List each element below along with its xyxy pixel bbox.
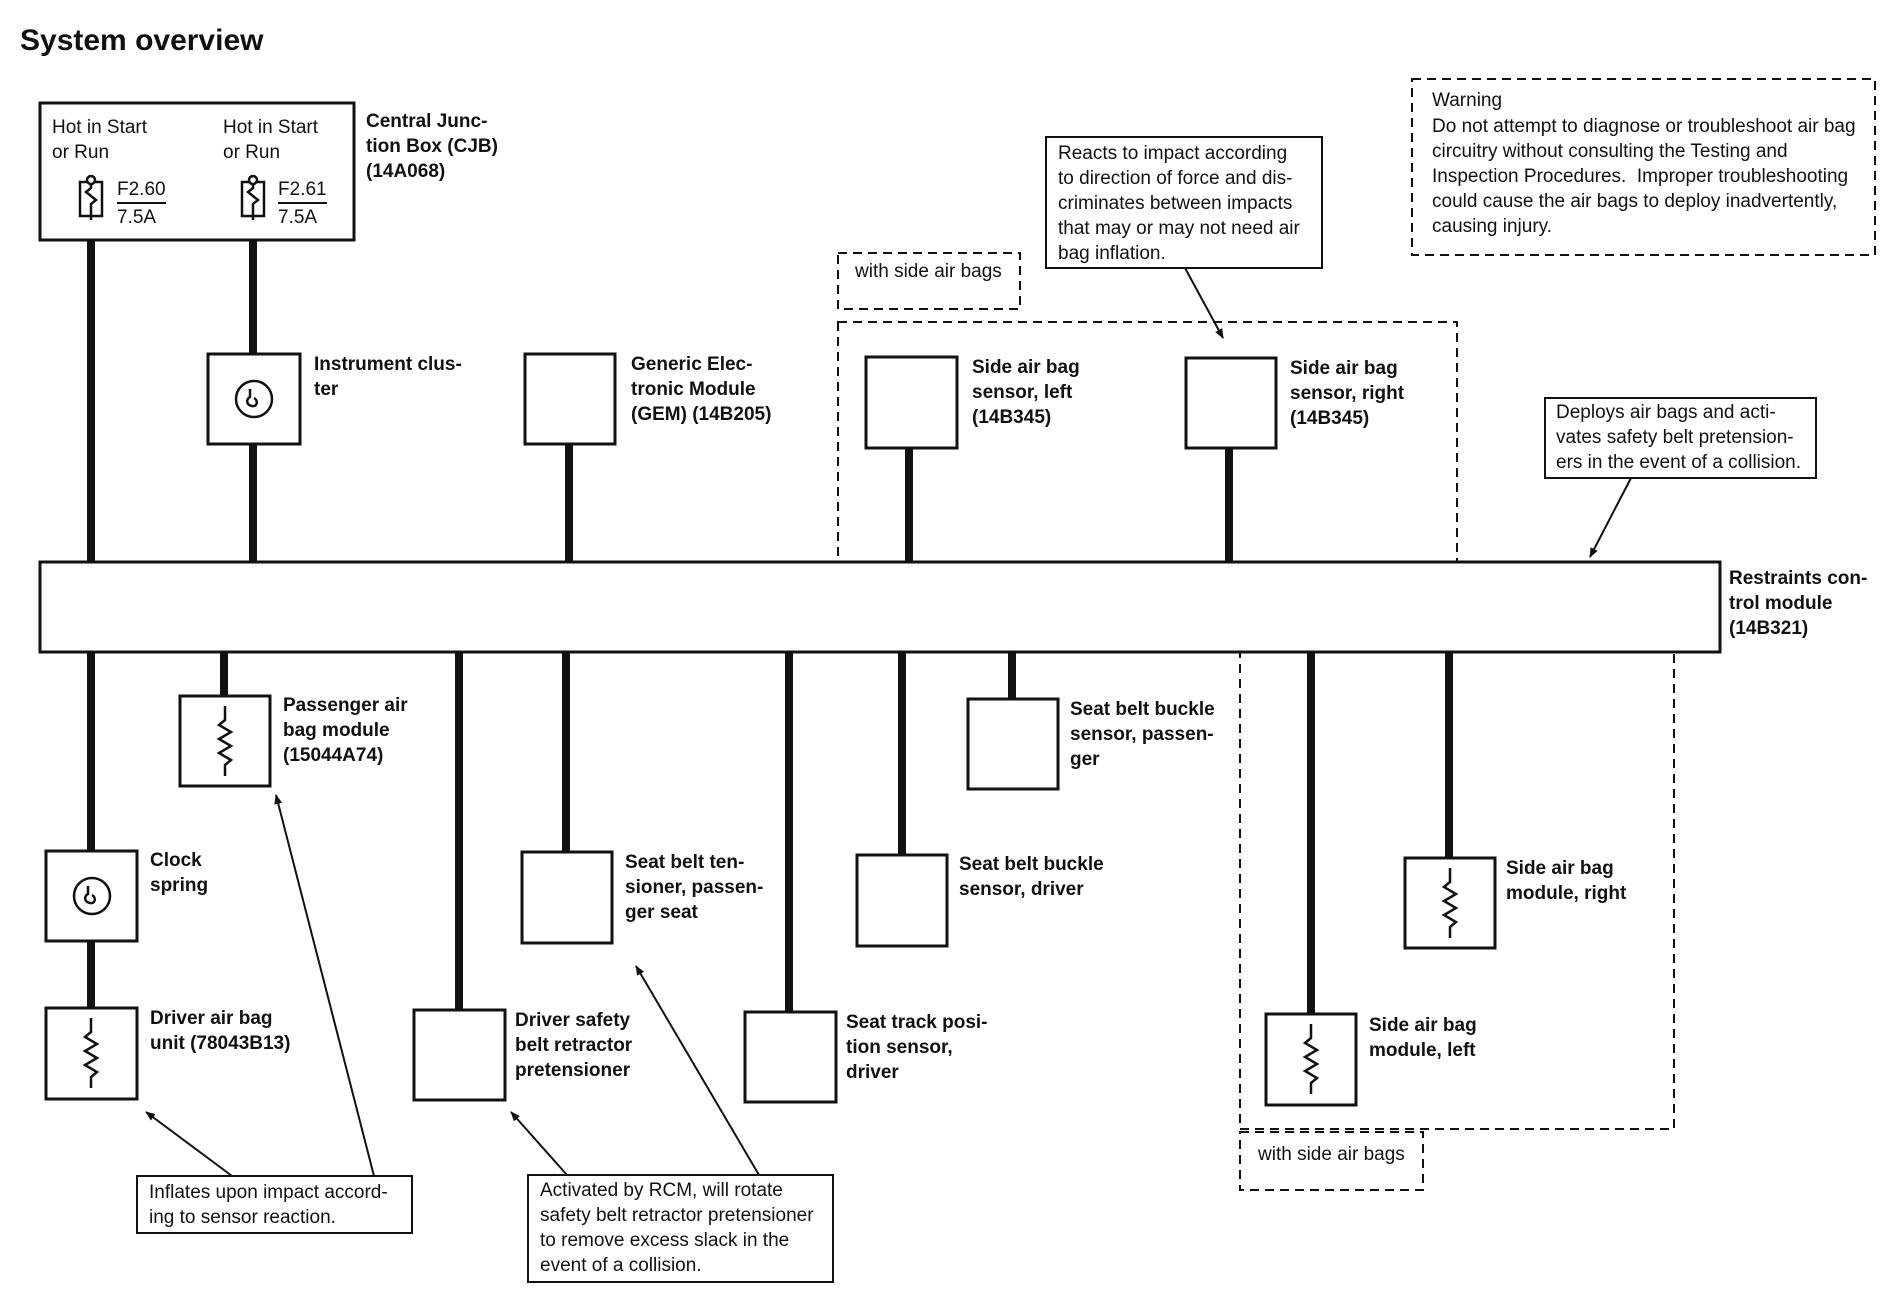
arrow-inflate-to-driver-airbag — [145, 1111, 233, 1177]
arrow-rcm-note — [1589, 477, 1632, 558]
clockspring-label: Clock spring — [150, 850, 209, 896]
side-sensor-right-label: Side air bag sensor, right (14B345) — [1290, 358, 1405, 429]
buckle-sensor-passenger-box — [966, 697, 1060, 791]
squib-icon — [1441, 868, 1459, 938]
side-module-right-label: Side air bag module, right — [1506, 858, 1627, 904]
gem-box — [523, 352, 617, 446]
buckle-sensor-driver-box — [855, 853, 949, 948]
driver-pretensioner-label: Driver safety belt retractor pretensione… — [515, 1010, 633, 1081]
arrow-inflate-to-passenger-airbag — [274, 794, 375, 1177]
sensor-note-text: Reacts to impact according to direction … — [1058, 143, 1300, 264]
sensor-note-box — [1045, 136, 1323, 269]
buckle-sensor-driver-label: Seat belt buckle sensor, driver — [959, 854, 1104, 900]
rcm-label: Restraints con- trol module (14B321) — [1729, 568, 1868, 639]
side-sensor-right-box — [1184, 356, 1278, 450]
fuse-1-rating: 7.5A — [117, 207, 157, 228]
arrow-pretensioner-to-passenger — [635, 965, 760, 1176]
arrow-sensor-note — [1184, 267, 1224, 339]
restraints-control-module — [38, 560, 1722, 654]
belt-tensioner-passenger-box — [520, 850, 614, 945]
page-title: System overview — [20, 24, 264, 57]
driver-pretensioner-box — [412, 1008, 507, 1102]
fuse-f2-60-icon — [78, 174, 104, 220]
pretensioner-note-text: Activated by RCM, will rotate safety bel… — [540, 1180, 814, 1276]
cjb-label: Central Junc- tion Box (CJB) (14A068) — [366, 111, 498, 182]
arrow-pretensioner-to-driver — [510, 1111, 568, 1176]
side-module-left-label: Side air bag module, left — [1369, 1015, 1477, 1061]
side-group-top-label: with side air bags — [855, 261, 1002, 282]
bulb-icon — [234, 379, 274, 419]
side-airbag-group-bottom-tag — [1239, 1131, 1424, 1191]
warning-body: Do not attempt to diagnose or troublesho… — [1432, 116, 1856, 237]
passenger-airbag-label: Passenger air bag module (15044A74) — [283, 695, 408, 766]
seat-track-sensor-label: Seat track posi- tion sensor, driver — [846, 1012, 988, 1083]
inflate-note-box — [136, 1175, 413, 1234]
fuse-2-rating: 7.5A — [278, 207, 318, 228]
belt-tensioner-passenger-label: Seat belt ten- sioner, passen- ger seat — [625, 852, 764, 923]
warning-heading: Warning — [1432, 90, 1503, 111]
side-group-bottom-label: with side air bags — [1258, 1144, 1405, 1165]
driver-airbag-label: Driver air bag unit (78043B13) — [150, 1008, 291, 1054]
side-sensor-left-box — [864, 355, 959, 450]
gem-label: Generic Elec- tronic Module (GEM) (14B20… — [631, 354, 772, 425]
inflate-note-text: Inflates upon impact accord- ing to sens… — [149, 1182, 388, 1228]
squib-icon — [82, 1018, 100, 1088]
warning-box — [1411, 78, 1876, 256]
side-airbag-group-top-tag — [837, 252, 1021, 310]
fuse-2-id: F2.61 — [278, 179, 327, 200]
squib-icon — [1302, 1024, 1320, 1094]
seat-track-sensor-box — [743, 1010, 838, 1104]
clockspring-box — [44, 849, 139, 943]
fuse-f2-61-icon — [240, 174, 266, 220]
pretensioner-note-box — [527, 1174, 834, 1283]
clockspring-icon — [72, 876, 112, 916]
rcm-note-text: Deploys air bags and acti- vates safety … — [1556, 402, 1802, 473]
instrument-cluster-label: Instrument clus- ter — [314, 354, 462, 400]
cjb-feed-2: Hot in Start or Run — [223, 117, 319, 163]
squib-icon — [216, 706, 234, 776]
cjb-feed-1: Hot in Start or Run — [52, 117, 148, 163]
buckle-sensor-passenger-label: Seat belt buckle sensor, passen- ger — [1070, 699, 1215, 770]
fuse-1-id: F2.60 — [117, 179, 166, 200]
rcm-note-box — [1544, 397, 1817, 479]
side-sensor-left-label: Side air bag sensor, left (14B345) — [972, 357, 1080, 428]
